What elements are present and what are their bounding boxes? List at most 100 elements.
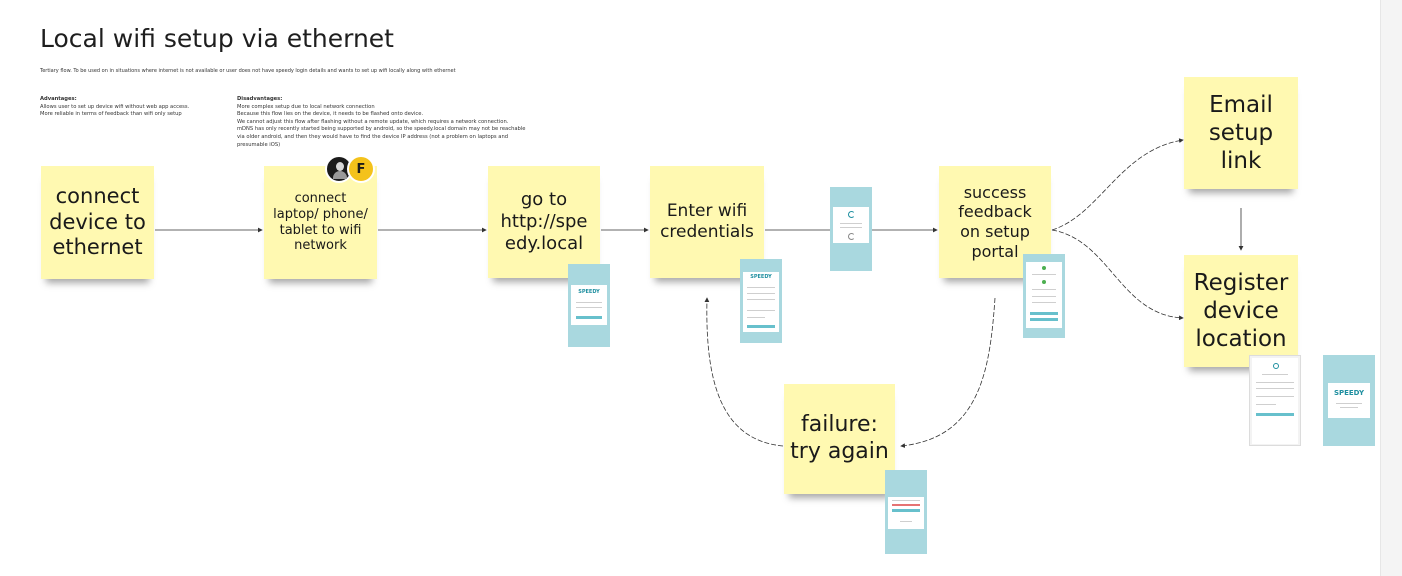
sticky-enter-credentials[interactable]: Enter wifi credentials: [650, 166, 764, 278]
advantages-line: Allows user to set up device wifi withou…: [40, 103, 190, 110]
mockup-line: [892, 500, 920, 501]
success-check-icon: [1042, 280, 1046, 284]
mockup-logo: SPEEDY: [578, 289, 600, 295]
sticky-email-setup-link[interactable]: Email setup link: [1184, 77, 1298, 189]
mockup-button: [1256, 413, 1294, 416]
connector-5-8: [900, 297, 996, 448]
disadvantages-line: via older android, and then they would h…: [237, 133, 509, 140]
sticky-line: connect: [294, 190, 347, 206]
sticky-line: http://spe: [500, 211, 588, 233]
sticky-line: Enter wifi: [666, 201, 748, 222]
sticky-connect-device[interactable]: connect device to ethernet: [41, 166, 154, 279]
mockup-line: [1032, 289, 1056, 290]
sticky-connect-laptop[interactable]: connect laptop/ phone/ tablet to wifi ne…: [264, 166, 377, 279]
disadvantages-line: We cannot adjust this flow after flashin…: [237, 118, 509, 125]
mockup-line: [1256, 382, 1294, 383]
sticky-line: Email: [1209, 91, 1273, 118]
sticky-failure[interactable]: failure: try again: [784, 384, 895, 494]
mockup-line: [747, 317, 765, 318]
board-subtitle: Tertiary flow. To be used on in situatio…: [40, 68, 456, 74]
sticky-line: Register: [1193, 269, 1289, 296]
sticky-line: success: [963, 182, 1027, 202]
mockup-screen: SPEEDY: [1328, 383, 1370, 418]
sticky-line: link: [1220, 148, 1262, 175]
sticky-line: setup: [1208, 119, 1274, 146]
mockup-failure[interactable]: [885, 470, 927, 554]
mockup-logo: SPEEDY: [750, 274, 772, 280]
mockup-register-form[interactable]: [1249, 355, 1301, 446]
sticky-line: credentials: [660, 222, 754, 242]
board-title: Local wifi setup via ethernet: [40, 24, 394, 53]
mockup-line: [747, 293, 775, 294]
mockup-screen: [1026, 262, 1062, 328]
mockup-screen: SPEEDY: [743, 272, 779, 332]
disadvantages-heading: Disadvantages:: [237, 96, 283, 102]
mockup-speedy-success[interactable]: SPEEDY: [1323, 355, 1375, 446]
mockup-success[interactable]: [1023, 254, 1065, 338]
mockup-speedy-local[interactable]: SPEEDY: [568, 264, 610, 347]
mockup-line: [840, 227, 862, 228]
mockup-line: [1256, 404, 1276, 405]
mockup-button: [1030, 312, 1058, 315]
sticky-line: connect: [55, 184, 140, 209]
sticky-line: go to: [520, 189, 568, 211]
mockup-line: [1336, 403, 1362, 404]
mockup-line: [1032, 296, 1056, 297]
sticky-line: device: [1203, 297, 1279, 324]
disadvantages-line: More complex setup due to local network …: [237, 103, 375, 110]
sticky-line: try again: [790, 439, 889, 464]
mockup-line: [747, 287, 775, 288]
sticky-line: portal: [971, 241, 1019, 261]
wifi-icon: [1273, 363, 1279, 369]
mockup-line: [747, 310, 775, 311]
sticky-line: network: [294, 238, 347, 254]
mockup-line: [576, 307, 602, 308]
mockup-line: [1256, 396, 1294, 397]
spinner-icon: [848, 211, 855, 218]
connector-5-6: [1051, 138, 1184, 231]
sticky-line: location: [1195, 326, 1287, 353]
mockup-wifi-credentials[interactable]: SPEEDY: [740, 259, 782, 343]
mockup-line: [1032, 274, 1056, 275]
sticky-line: feedback: [958, 202, 1032, 222]
mockup-line: [576, 302, 602, 303]
connector-5-7: [1051, 229, 1184, 321]
sticky-line: laptop/ phone/: [273, 206, 368, 222]
canvas-edge: [1380, 0, 1402, 576]
sticky-line: device to: [49, 209, 146, 234]
spinner-icon: [848, 233, 855, 240]
advantages-note: Advantages: Allows user to set up device…: [40, 96, 189, 119]
sticky-line: on setup: [960, 222, 1030, 241]
collaborator-avatar-letter[interactable]: F: [347, 155, 375, 183]
avatar-head-shape: [336, 162, 344, 171]
mockup-screen: [888, 497, 924, 529]
mockup-loading[interactable]: [830, 187, 872, 271]
advantages-line: More reliable in terms of feedback than …: [40, 111, 182, 118]
connector-8-4: [704, 297, 784, 447]
mockup-screen: [1252, 358, 1298, 444]
mockup-line: [747, 299, 775, 300]
sticky-line: tablet to wifi: [279, 222, 362, 238]
mockup-button: [747, 325, 775, 328]
disadvantages-line: presumable iOS): [237, 141, 281, 148]
advantages-heading: Advantages:: [40, 96, 77, 102]
sticky-go-to-url[interactable]: go to http://spe edy.local: [488, 166, 600, 278]
mockup-button: [892, 509, 920, 512]
mockup-line: [840, 223, 862, 224]
sticky-line: edy.local: [504, 232, 584, 254]
mockup-screen: SPEEDY: [571, 285, 607, 325]
sticky-line: failure:: [801, 412, 878, 438]
sticky-line: ethernet: [52, 235, 143, 260]
mockup-line: [1256, 388, 1294, 389]
disadvantages-line: mDNS has only recently started being sup…: [237, 126, 526, 133]
sticky-register-location[interactable]: Register device location: [1184, 255, 1298, 367]
disadvantages-note: Disadvantages: More complex setup due to…: [237, 96, 525, 149]
mockup-line: [1032, 302, 1056, 303]
mockup-screen: [833, 207, 869, 243]
mockup-button: [1030, 318, 1058, 321]
mockup-line: [900, 521, 912, 522]
mockup-button: [576, 316, 602, 319]
mockup-line: [1340, 407, 1358, 408]
success-check-icon: [1042, 266, 1046, 270]
